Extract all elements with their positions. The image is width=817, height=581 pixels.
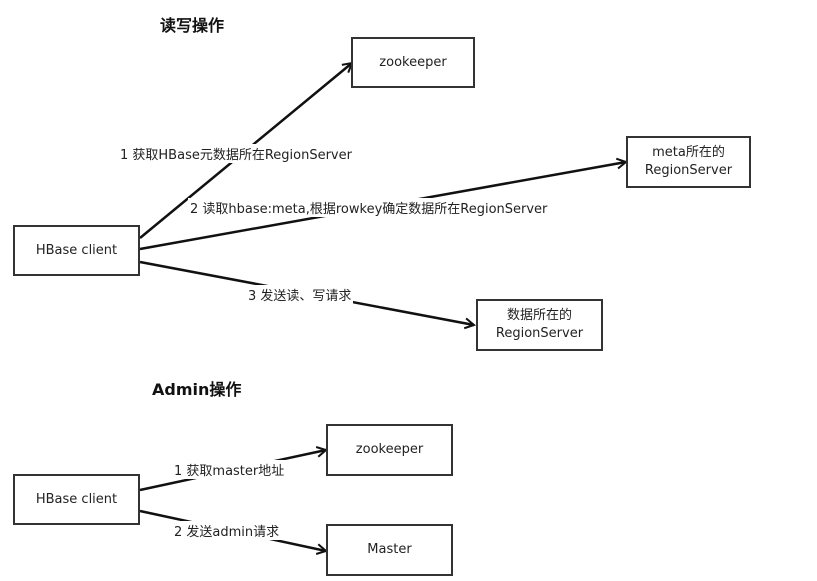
node-admin-hbase-client: HBase client <box>13 474 140 525</box>
node-data-regionserver: 数据所在的RegionServer <box>476 299 603 351</box>
edge-label-rw-3: 3 发送读、写请求 <box>246 285 354 304</box>
node-master: Master <box>326 524 453 576</box>
node-admin-zookeeper: zookeeper <box>326 424 453 476</box>
edge-label-rw-1: 1 获取HBase元数据所在RegionServer <box>118 144 354 163</box>
edge-label-admin-1: 1 获取master地址 <box>172 460 287 479</box>
section-title-rw: 读写操作 <box>160 16 225 35</box>
section-title-admin: Admin操作 <box>152 380 242 399</box>
node-rw-zookeeper: zookeeper <box>351 37 475 88</box>
node-meta-regionserver: meta所在的RegionServer <box>626 136 751 188</box>
node-rw-hbase-client: HBase client <box>13 225 140 276</box>
edge-label-rw-2: 2 读取hbase:meta,根据rowkey确定数据所在RegionServe… <box>188 198 550 217</box>
edge-label-admin-2: 2 发送admin请求 <box>172 521 282 540</box>
